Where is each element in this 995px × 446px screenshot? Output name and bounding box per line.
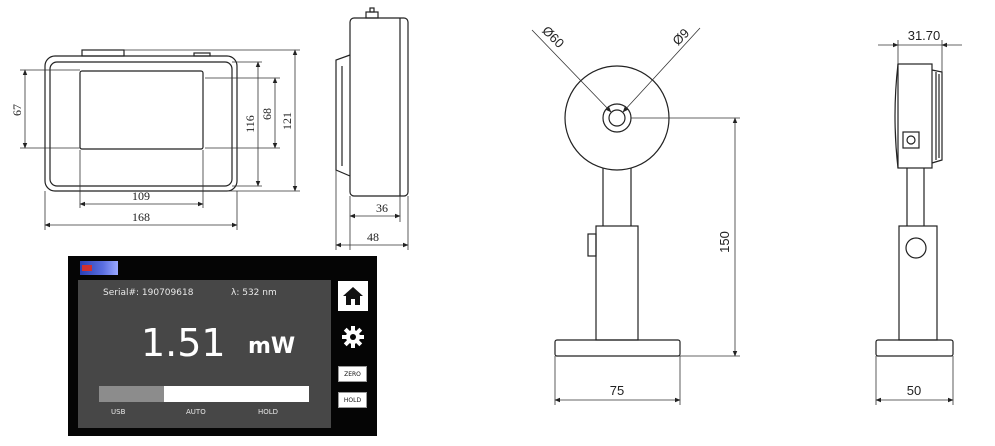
brand-logo: [80, 261, 118, 275]
sensor-front-view: Ø60 Ø9 150 75: [531, 23, 740, 405]
power-bar-fill: [99, 386, 165, 402]
zero-button[interactable]: ZERO: [338, 366, 367, 382]
sensor-side-view: 31.70 50: [875, 28, 962, 405]
dim-109: 109: [132, 189, 150, 203]
wavelength-readout: λ: 532 nm: [231, 288, 277, 298]
dim-67: 67: [10, 104, 24, 116]
dim-168: 168: [132, 210, 150, 224]
home-icon: [343, 287, 363, 305]
dim-31-70: 31.70: [908, 28, 941, 43]
dim-75: 75: [610, 383, 624, 398]
meter-side-view: 36 48: [335, 7, 409, 250]
dim-diameter-60: Ø60: [539, 23, 567, 51]
gear-icon: [342, 326, 364, 348]
serial-number: Serial#: 190709618: [103, 288, 194, 298]
status-usb: USB: [111, 408, 126, 416]
measurement-screen: Serial#: 190709618 λ: 532 nm 1.51 mW USB…: [78, 280, 331, 428]
status-hold: HOLD: [258, 408, 279, 416]
dim-68: 68: [260, 108, 274, 120]
dim-121: 121: [280, 112, 294, 130]
hold-button[interactable]: HOLD: [338, 392, 367, 408]
dim-diameter-9: Ø9: [669, 25, 692, 48]
dim-48: 48: [367, 230, 379, 244]
dim-116: 116: [243, 115, 257, 133]
home-button[interactable]: [338, 281, 368, 311]
power-unit: mW: [248, 334, 296, 359]
dim-50: 50: [907, 383, 921, 398]
power-value: 1.51: [141, 321, 226, 365]
status-auto: AUTO: [186, 408, 206, 416]
dim-36: 36: [376, 201, 388, 215]
settings-button[interactable]: [338, 322, 368, 352]
meter-front-view: 67 68 116 121 109 168: [10, 49, 300, 230]
dim-150: 150: [717, 231, 732, 253]
meter-display: Serial#: 190709618 λ: 532 nm 1.51 mW USB…: [68, 256, 377, 436]
power-bar: [99, 386, 309, 402]
